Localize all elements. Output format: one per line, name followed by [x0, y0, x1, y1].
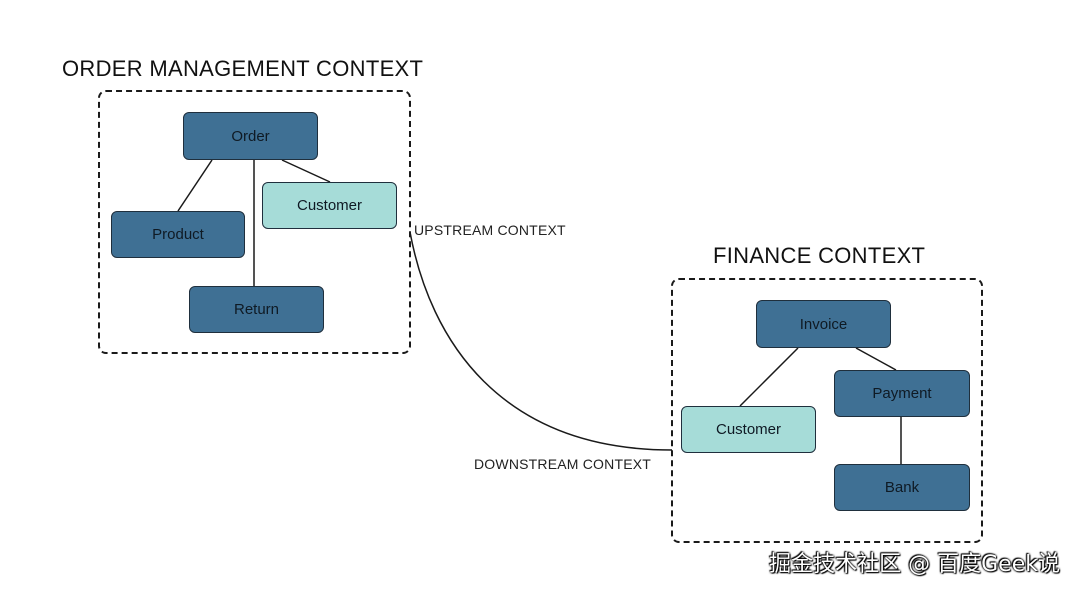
product-node: Product — [111, 211, 245, 258]
context-relation-curve — [409, 231, 673, 451]
edge-invoice-customer — [739, 347, 799, 407]
order-context-boundary — [98, 90, 411, 354]
order-context-title: ORDER MANAGEMENT CONTEXT — [62, 56, 424, 81]
finance-customer-node: Customer — [681, 406, 816, 453]
finance-context-boundary — [671, 278, 983, 543]
return-node: Return — [189, 286, 324, 333]
invoice-node: Invoice — [756, 300, 891, 348]
edge-order-customer — [281, 159, 331, 183]
upstream-context-label: UPSTREAM CONTEXT — [414, 222, 566, 238]
downstream-context-label: DOWNSTREAM CONTEXT — [474, 456, 652, 472]
watermark-text: 掘金技术社区 @ 百度Geek说 — [769, 552, 1060, 577]
edge-invoice-payment — [855, 347, 897, 371]
payment-node: Payment — [834, 370, 970, 417]
edge-order-product — [177, 159, 213, 212]
order-node: Order — [183, 112, 318, 160]
bank-node: Bank — [834, 464, 970, 511]
order-customer-node: Customer — [262, 182, 397, 229]
finance-context-title: FINANCE CONTEXT — [713, 243, 926, 268]
